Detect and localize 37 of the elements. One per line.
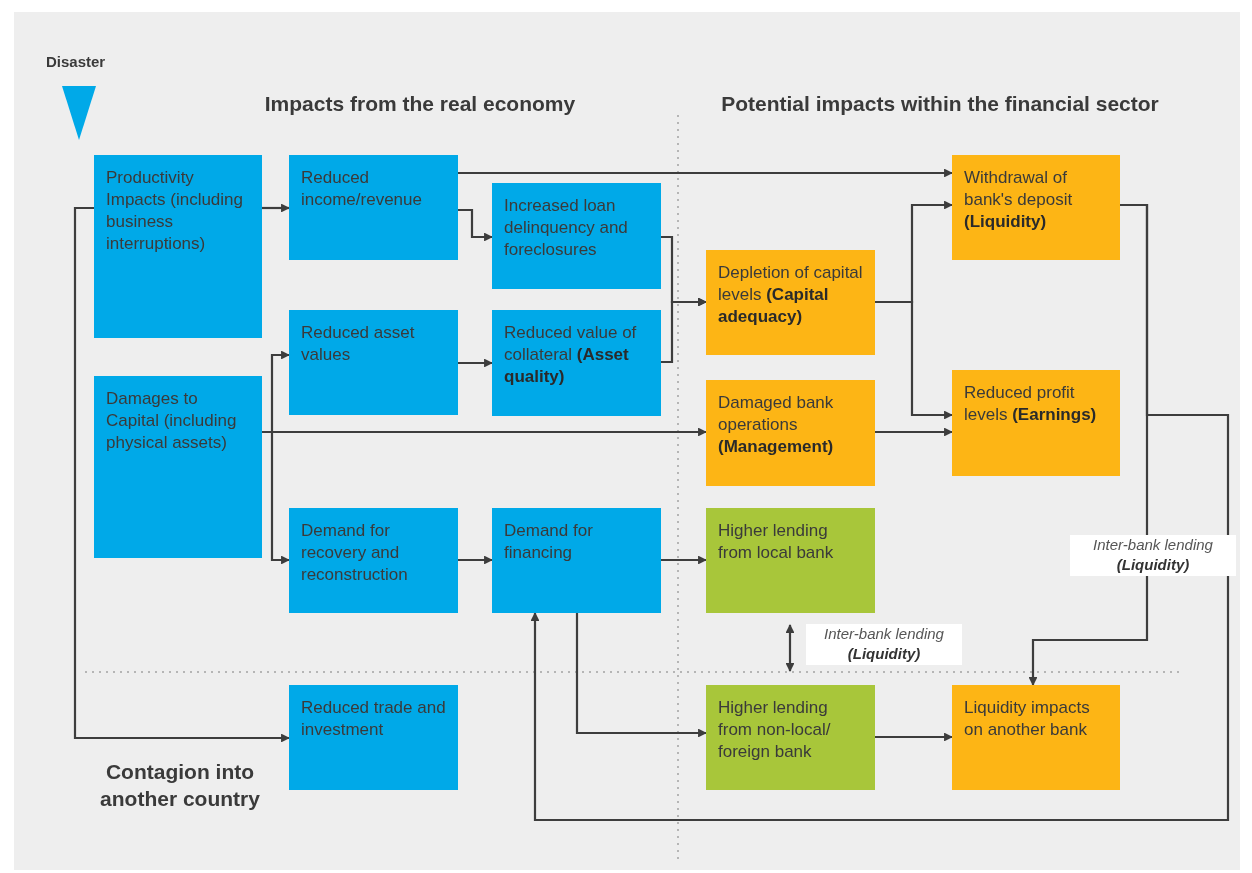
process-box: Liquidity impacts on another bank [952,685,1120,790]
process-box: Damages to Capital (including physical assets) [94,376,262,558]
arrow [661,555,707,565]
arrow [661,297,707,364]
section-heading: Contagion into another country [99,759,261,813]
arrow [875,427,953,437]
arrow [458,358,493,368]
process-box: Higher lending from non-local/ foreign bank [706,685,875,790]
process-box: Reduced value of collateral (Asset quality) [492,310,661,416]
arrow [262,427,707,437]
arrow [458,208,493,242]
arrow [575,613,707,738]
process-box: Higher lending from local bank [706,508,875,613]
process-box: Increased loan delinquency and foreclosures [492,183,661,289]
arrow [785,624,795,672]
arrow [875,732,953,742]
diagram-label: Disaster [46,52,107,72]
process-box: Reduced trade and investment [289,685,458,790]
arrow [875,300,953,420]
section-heading: Potential impacts within the financial sector [720,91,1160,117]
edge-label: Inter-bank lending (Liquidity) [1070,535,1236,576]
process-box: Productivity Impacts (including business interruptions) [94,155,262,338]
process-box: Reduced asset values [289,310,458,415]
process-box: Damaged bank operations (Management) [706,380,875,486]
process-box: Withdrawal of bank's deposit (Liquidity) [952,155,1120,260]
section-heading: Impacts from the real economy [263,91,577,117]
process-box: Reduced profit levels (Earnings) [952,370,1120,476]
arrow [458,555,493,565]
process-box: Demand for recovery and reconstruction [289,508,458,613]
arrow [530,203,1230,822]
arrow [262,203,290,213]
arrow [73,206,290,743]
arrow [458,168,953,178]
process-box: Reduced income/revenue [289,155,458,260]
process-box: Demand for financing [492,508,661,613]
process-box: Depletion of capital levels (Capital adequacy) [706,250,875,355]
edge-label: Inter-bank lending (Liquidity) [806,624,962,665]
